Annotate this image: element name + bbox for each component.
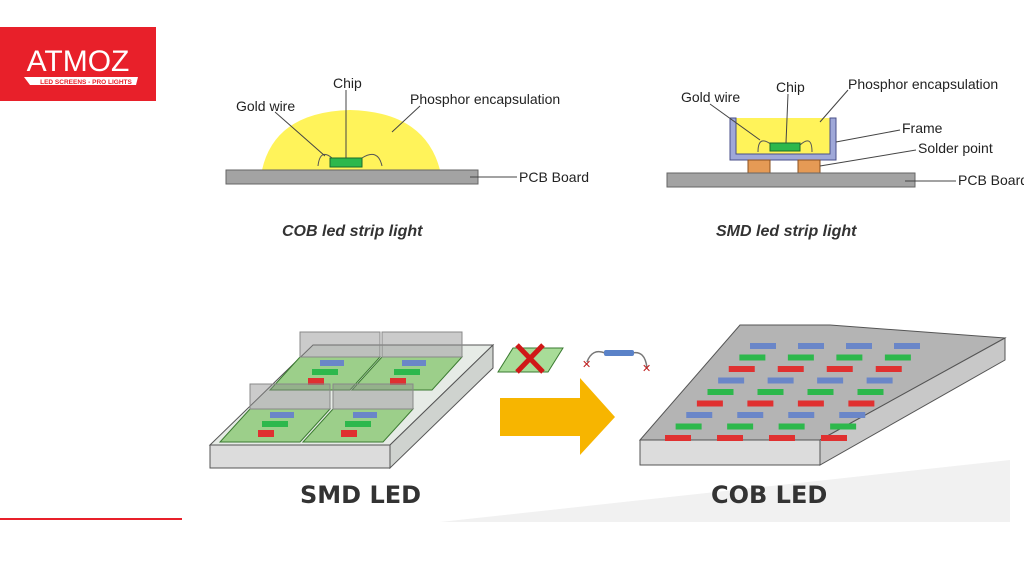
logo-brand: ATMOZ (27, 45, 130, 78)
blue-chip (320, 360, 344, 366)
chip (769, 142, 801, 152)
smd-lens (299, 331, 381, 358)
smd-cross-section: Gold wire Chip Phosphor encapsulation Fr… (666, 76, 1024, 240)
cob-chip (750, 343, 776, 349)
cob-chip (727, 423, 754, 430)
cob-cross-section: Gold wire Chip Phosphor encapsulation PC… (225, 75, 589, 240)
cob-led-illustration (638, 324, 1007, 466)
cob-chip (728, 366, 755, 372)
red-chip (258, 430, 274, 437)
cob-chip (846, 343, 872, 349)
green-chip (262, 421, 288, 427)
cob-chip (821, 435, 847, 441)
cob-chip (665, 435, 691, 441)
smd-led-illustration (208, 331, 495, 470)
label-solder: Solder point (918, 140, 993, 156)
cob-chip (830, 423, 857, 430)
cob-chip (787, 354, 814, 361)
solder-point (747, 159, 771, 174)
cob-chip (778, 423, 805, 430)
red-chip (341, 430, 357, 437)
cob-chip (747, 400, 774, 407)
cob-chip (848, 400, 875, 407)
atmoz-logo[interactable]: ATMOZ LED SCREENS - PRO LIGHTS (0, 27, 156, 101)
arrow-icon (500, 378, 615, 455)
cob-chip (686, 412, 713, 418)
cob-chip (788, 412, 815, 418)
title-cob-led: COB LED (711, 481, 827, 509)
pcb-board (666, 172, 916, 188)
cob-chip (739, 354, 766, 361)
cob-chip (717, 435, 743, 441)
cob-chip (797, 400, 824, 407)
removed-wire-icon: ✕ ✕ (582, 350, 651, 375)
label-gold-wire: Gold wire (681, 89, 740, 105)
pcb-board (225, 169, 479, 185)
logo-tagline: LED SCREENS - PRO LIGHTS (40, 79, 132, 86)
cob-chip (839, 412, 866, 418)
cob-chip (875, 366, 902, 372)
label-gold-wire: Gold wire (236, 98, 295, 114)
cob-chip (718, 377, 745, 384)
cob-chip (769, 435, 795, 441)
cob-chip (737, 412, 764, 418)
cob-chip (798, 343, 824, 349)
cob-chip (826, 366, 853, 372)
cob-chip (807, 389, 834, 395)
label-chip: Chip (776, 79, 805, 95)
cob-chip (866, 377, 893, 384)
green-chip (345, 421, 371, 427)
smd-lens (332, 383, 414, 410)
logo-graphic: ATMOZ LED SCREENS - PRO LIGHTS (24, 45, 138, 86)
cob-chip (696, 400, 723, 407)
solder-point (797, 159, 821, 174)
red-chip (390, 378, 406, 385)
smd-lens (249, 383, 331, 410)
cob-chip (884, 354, 911, 361)
cob-chip (757, 389, 784, 395)
removed-substrate-icon (497, 343, 564, 374)
cob-chip (894, 343, 920, 349)
blue-chip (353, 412, 377, 418)
red-chip (308, 378, 324, 385)
label-pcb: PCB Board (519, 169, 589, 185)
label-phosphor: Phosphor encapsulation (848, 76, 998, 92)
green-chip (394, 369, 420, 375)
cob-chip (817, 377, 844, 384)
phosphor-dome (262, 110, 440, 170)
caption-smd: SMD led strip light (716, 223, 857, 240)
divider-line (0, 518, 182, 520)
title-smd-led: SMD LED (300, 481, 421, 509)
label-frame: Frame (902, 120, 943, 136)
cob-chip (857, 389, 884, 395)
blue-chip (270, 412, 294, 418)
caption-cob: COB led strip light (282, 223, 423, 240)
label-phosphor: Phosphor encapsulation (410, 91, 560, 107)
cob-chip (675, 423, 702, 430)
green-chip (312, 369, 338, 375)
cob-chip (767, 377, 794, 384)
svg-text:✕: ✕ (642, 363, 651, 375)
smd-lens (381, 331, 463, 358)
gold-wire (317, 153, 383, 167)
blue-chip (402, 360, 426, 366)
cob-chip (777, 366, 804, 372)
label-pcb: PCB Board (958, 172, 1024, 188)
label-chip: Chip (333, 75, 362, 91)
cob-chip (707, 389, 734, 395)
chip (329, 157, 363, 168)
cob-chip (836, 354, 863, 361)
svg-text:✕: ✕ (582, 359, 591, 371)
